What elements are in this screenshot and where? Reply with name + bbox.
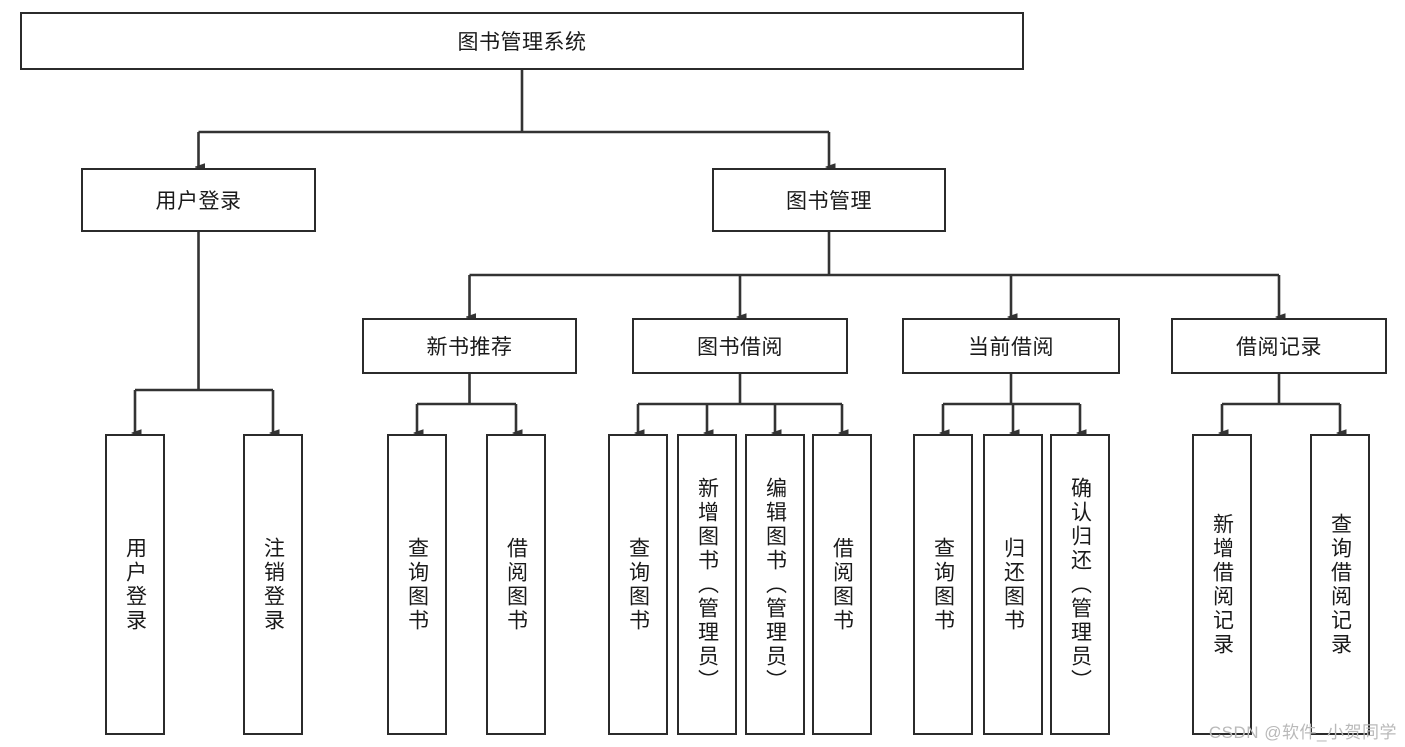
node-leaf-return-book-label: 归还图书 — [1001, 536, 1025, 633]
node-root[interactable]: 图书管理系统 — [20, 12, 1024, 70]
node-user-login[interactable]: 用户登录 — [81, 168, 316, 232]
node-leaf-confirm-return-label: 确认归还（管理员） — [1068, 476, 1092, 693]
node-leaf-edit-book-label: 编辑图书（管理员） — [763, 476, 787, 693]
node-leaf-query-record[interactable]: 查询借阅记录 — [1310, 434, 1370, 735]
node-root-label: 图书管理系统 — [457, 31, 587, 54]
node-leaf-user-login-label: 用户登录 — [123, 536, 147, 633]
node-leaf-borrow-book-rec[interactable]: 借阅图书 — [486, 434, 546, 735]
node-book-borrow[interactable]: 图书借阅 — [632, 318, 848, 374]
node-leaf-borrow-book-rec-label: 借阅图书 — [504, 536, 528, 633]
node-leaf-query-book-current-label: 查询图书 — [931, 536, 955, 633]
node-leaf-borrow-book-label: 借阅图书 — [830, 536, 854, 633]
node-leaf-user-logout-label: 注销登录 — [261, 536, 285, 633]
node-leaf-query-book-current[interactable]: 查询图书 — [913, 434, 973, 735]
node-leaf-return-book[interactable]: 归还图书 — [983, 434, 1043, 735]
node-borrow-record[interactable]: 借阅记录 — [1171, 318, 1387, 374]
node-book-manage-label: 图书管理 — [786, 190, 872, 213]
node-leaf-query-book-rec[interactable]: 查询图书 — [387, 434, 447, 735]
node-leaf-add-record-label: 新增借阅记录 — [1210, 512, 1234, 657]
node-leaf-query-book-borrow[interactable]: 查询图书 — [608, 434, 668, 735]
node-leaf-edit-book[interactable]: 编辑图书（管理员） — [745, 434, 805, 735]
node-book-borrow-label: 图书借阅 — [697, 336, 783, 359]
node-leaf-borrow-book[interactable]: 借阅图书 — [812, 434, 872, 735]
node-new-book-rec[interactable]: 新书推荐 — [362, 318, 577, 374]
node-borrow-record-label: 借阅记录 — [1236, 336, 1322, 359]
watermark: CSDN @软件_小贺同学 — [1208, 723, 1397, 742]
node-leaf-add-record[interactable]: 新增借阅记录 — [1192, 434, 1252, 735]
node-user-login-label: 用户登录 — [155, 190, 242, 213]
node-current-borrow-label: 当前借阅 — [968, 336, 1054, 359]
node-current-borrow[interactable]: 当前借阅 — [902, 318, 1120, 374]
node-leaf-user-logout[interactable]: 注销登录 — [243, 434, 303, 735]
node-leaf-query-book-rec-label: 查询图书 — [405, 536, 429, 633]
node-book-manage[interactable]: 图书管理 — [712, 168, 946, 232]
node-leaf-user-login[interactable]: 用户登录 — [105, 434, 165, 735]
node-leaf-query-record-label: 查询借阅记录 — [1328, 512, 1352, 657]
node-new-book-rec-label: 新书推荐 — [426, 336, 513, 359]
node-leaf-add-book-label: 新增图书（管理员） — [695, 476, 719, 693]
node-leaf-confirm-return[interactable]: 确认归还（管理员） — [1050, 434, 1110, 735]
node-leaf-query-book-borrow-label: 查询图书 — [626, 536, 650, 633]
node-leaf-add-book[interactable]: 新增图书（管理员） — [677, 434, 737, 735]
